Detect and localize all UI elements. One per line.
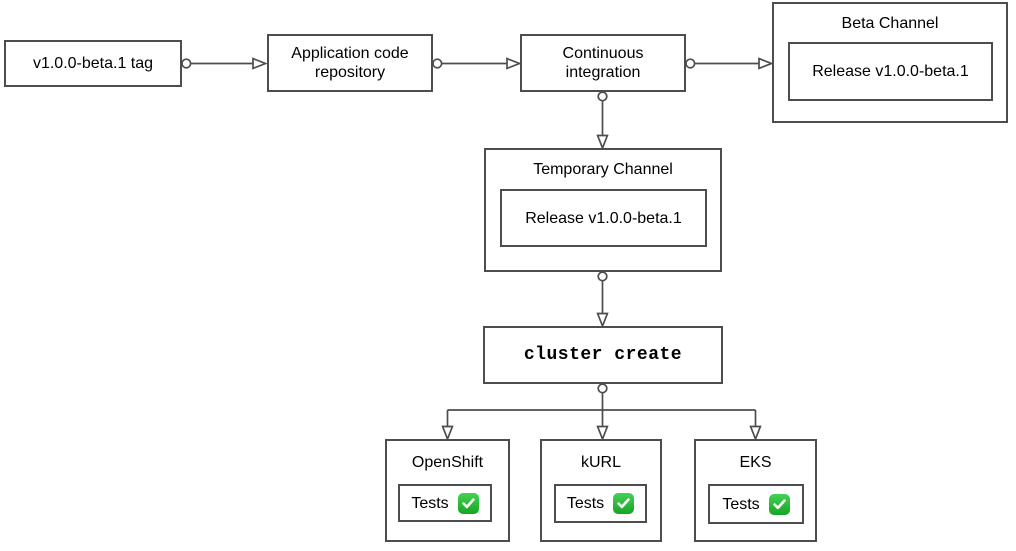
node-temporary-channel: Temporary Channel Release v1.0.0-beta.1	[484, 148, 722, 272]
kurl-tests-label: Tests	[566, 495, 605, 512]
node-platform-openshift: OpenShift Tests	[385, 439, 510, 542]
continuous-integration-label: Continuous integration	[562, 45, 644, 81]
temporary-channel-title: Temporary Channel	[533, 161, 673, 178]
temporary-channel-release-label: Release v1.0.0-beta.1	[525, 209, 682, 227]
connector-repo-to-ci	[432, 57, 522, 70]
node-cluster-create: cluster create	[483, 326, 723, 384]
cluster-create-label: cluster create	[523, 344, 683, 365]
eks-title: EKS	[739, 454, 772, 471]
openshift-tests-box: Tests	[398, 484, 492, 522]
connector-temporary-channel-to-cluster-create	[596, 271, 609, 329]
eks-tests-label: Tests	[722, 495, 760, 513]
node-platform-kurl: kURL Tests	[540, 439, 662, 542]
version-tag-label: v1.0.0-beta.1 tag	[32, 55, 154, 72]
check-mark-icon	[768, 493, 790, 515]
check-mark-icon	[457, 492, 479, 514]
openshift-title: OpenShift	[411, 454, 484, 471]
temporary-channel-release-box: Release v1.0.0-beta.1	[500, 189, 707, 247]
openshift-tests-label: Tests	[411, 494, 449, 512]
connector-ci-to-beta-channel	[685, 57, 774, 70]
connector-cluster-create-to-platforms	[441, 383, 762, 442]
node-beta-channel: Beta Channel Release v1.0.0-beta.1	[772, 2, 1008, 123]
node-application-code-repository: Application code repository	[267, 34, 433, 92]
node-continuous-integration: Continuous integration	[520, 34, 686, 92]
beta-channel-release-label: Release v1.0.0-beta.1	[812, 63, 969, 80]
beta-channel-release-box: Release v1.0.0-beta.1	[788, 42, 993, 101]
connector-ci-to-temporary-channel	[596, 91, 609, 151]
kurl-title: kURL	[580, 454, 621, 471]
check-mark-icon	[613, 493, 635, 514]
kurl-tests-box: Tests	[554, 484, 647, 523]
application-code-repository-label: Application code repository	[291, 45, 409, 81]
connector-tag-to-repo	[181, 57, 268, 70]
node-version-tag: v1.0.0-beta.1 tag	[4, 40, 182, 87]
beta-channel-title: Beta Channel	[841, 15, 939, 32]
node-platform-eks: EKS Tests	[694, 439, 817, 542]
eks-tests-box: Tests	[708, 484, 804, 524]
